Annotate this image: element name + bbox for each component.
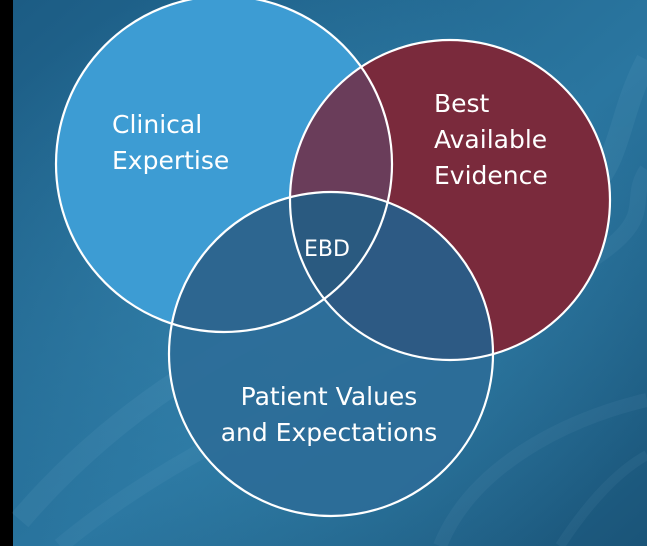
center-label: EBD	[304, 237, 350, 262]
evidence-label-line3: Evidence	[434, 161, 548, 190]
clinical-label-line2: Expertise	[112, 146, 229, 175]
patient-label-line1: Patient Values	[241, 382, 418, 411]
best-evidence-outline	[288, 38, 612, 362]
clinical-patient-overlap	[169, 192, 392, 332]
patient-values-outline	[167, 190, 495, 518]
patient-label-line2: and Expectations	[221, 418, 438, 447]
clinical-label-line1: Clinical	[112, 110, 202, 139]
evidence-label-line1: Best	[434, 89, 490, 118]
evidence-label-line2: Available	[434, 125, 547, 154]
clinical-expertise-outline	[54, 0, 394, 334]
